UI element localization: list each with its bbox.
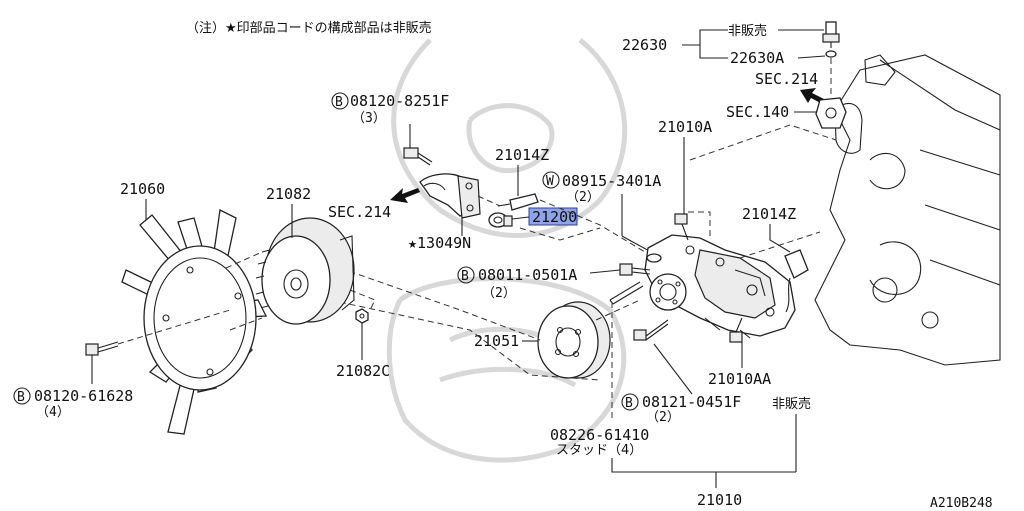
label-08011-0501a-qty: （2） (482, 286, 516, 301)
label-08120-61628-qty: （4） (36, 405, 70, 420)
label-stud: スタッド（4） (556, 443, 642, 458)
bolt-08120-8251f (403, 147, 433, 166)
label-21082: 21082 (266, 185, 311, 203)
label-08121-0451f-qty: （2） (646, 410, 680, 425)
highlight-21200 (528, 207, 578, 226)
bolt-marker-icon-2 (457, 266, 475, 284)
thermostat-21200 (488, 212, 513, 228)
sensor-21014z-right (784, 249, 809, 313)
marker-b-1: B (335, 95, 343, 110)
pulley-21051 (537, 301, 611, 379)
bolt-08120-61628 (85, 341, 119, 356)
label-08011-0501a: 08011-0501A (478, 266, 577, 284)
bolt-08011-0501a (619, 263, 651, 276)
label-21014z-mid: 21014Z (495, 146, 549, 164)
label-21082c: 21082C (336, 362, 390, 380)
label-08120-61628: 08120-61628 (34, 387, 133, 405)
label-21010a: 21010A (658, 118, 712, 136)
label-21060: 21060 (120, 180, 165, 198)
label-08120-8251f-qty: （3） (352, 111, 386, 126)
washer-08915 (646, 253, 662, 263)
drawing-code: A210B248 (930, 496, 993, 511)
fan-clutch-21082 (255, 217, 355, 325)
marker-w: W (546, 174, 554, 189)
label-08120-8251f: 08120-8251F (350, 92, 449, 110)
label-08226-61410: 08226-61410 (550, 426, 649, 444)
arrow-sec214-left (390, 188, 420, 203)
bolt-08121-0451f (633, 319, 669, 341)
label-22630: 22630 (622, 36, 667, 54)
label-08915: 08915-3401A (562, 172, 661, 190)
engine-block (814, 54, 1001, 366)
label-sec214-top: SEC.214 (755, 70, 818, 88)
note-text: （注）★印部品コードの構成部品は非販売 (186, 20, 432, 36)
fan-21060 (121, 209, 268, 435)
marker-b-4: B (17, 390, 25, 405)
nut-21082c (355, 308, 369, 324)
label-nosale-bottom: 非販売 (772, 396, 811, 412)
label-08915-qty: （2） (566, 190, 600, 205)
label-sec214-left: SEC.214 (328, 203, 391, 221)
watermark-emblem (386, 38, 628, 463)
label-08121-0451f: 08121-0451F (642, 393, 741, 411)
label-21014z-right: 21014Z (742, 205, 796, 223)
label-21010aa: 21010AA (708, 370, 771, 388)
bolt-21010a (674, 213, 689, 241)
bolt-marker-icon (331, 92, 349, 110)
marker-b-2: B (461, 269, 469, 284)
bolt-marker-icon-3 (621, 393, 639, 411)
label-21051: 21051 (474, 332, 519, 350)
bolt-21010aa (729, 317, 743, 343)
label-21010: 21010 (697, 491, 742, 509)
stud-08226-61410 (609, 281, 644, 305)
water-pump (644, 234, 796, 339)
label-22630a: 22630A (730, 49, 784, 67)
label-13049n: ★13049N (408, 234, 471, 252)
label-sec140: SEC.140 (726, 103, 789, 121)
marker-b-3: B (625, 396, 633, 411)
sensor-22630 (822, 21, 840, 96)
bolt-marker-icon-4 (13, 387, 31, 405)
label-21200: 21200 (532, 208, 577, 226)
label-22630-nosale: 非販売 (728, 23, 767, 39)
thermostat-housing (419, 173, 481, 219)
washer-marker-icon (542, 171, 560, 189)
